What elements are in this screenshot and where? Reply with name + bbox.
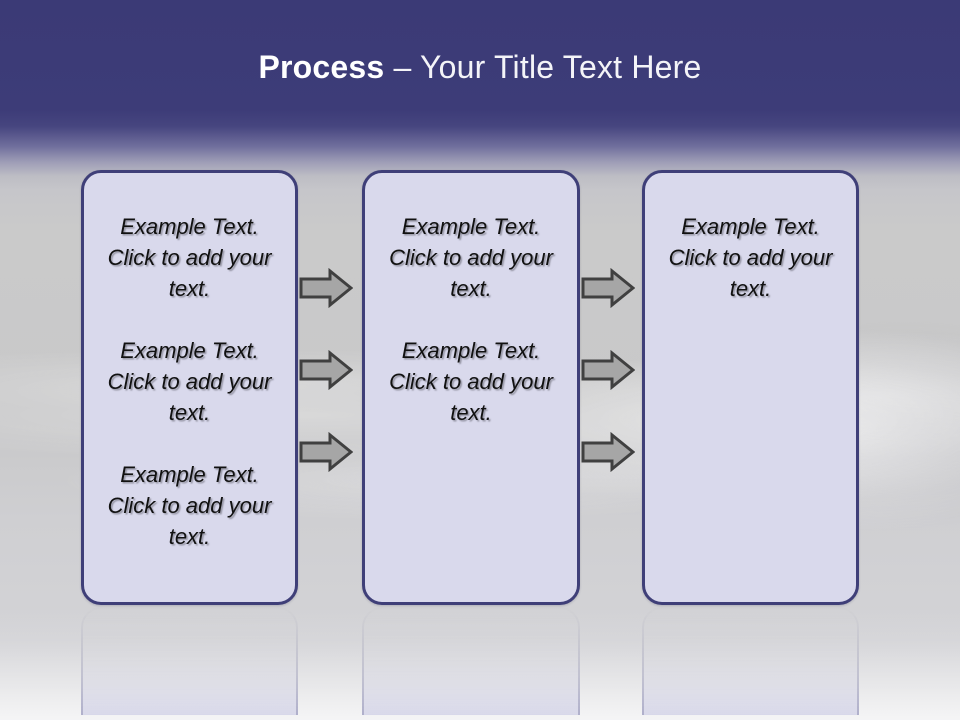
arrow-right-icon-col2-row1[interactable] [581, 268, 635, 308]
arrow-right-icon-col2-row2[interactable] [581, 350, 635, 390]
process-box-2-paragraph-1: Example Text. Click to add your text. [389, 214, 553, 301]
slide-title-strong: Process [258, 49, 385, 85]
slide-title: Process – Your Title Text Here [0, 44, 960, 97]
arrow-right-icon-col2-row3[interactable] [581, 432, 635, 472]
process-box-2-paragraph-2: Example Text. Click to add your text. [389, 338, 553, 425]
process-box-3-reflection [642, 607, 859, 715]
process-box-1-text[interactable]: Example Text. Click to add your text. Ex… [96, 211, 283, 552]
process-box-3[interactable]: Example Text. Click to add your text. [642, 170, 859, 605]
process-box-1-paragraph-1: Example Text. Click to add your text. [107, 214, 272, 301]
process-box-2-text[interactable]: Example Text. Click to add your text. Ex… [377, 211, 565, 428]
arrow-right-icon-col1-row1[interactable] [299, 268, 353, 308]
arrow-right-icon-col1-row3[interactable] [299, 432, 353, 472]
process-box-2[interactable]: Example Text. Click to add your text. Ex… [362, 170, 580, 605]
process-box-1-reflection [81, 607, 298, 715]
process-box-3-paragraph-1: Example Text. Click to add your text. [668, 214, 833, 301]
process-box-1[interactable]: Example Text. Click to add your text. Ex… [81, 170, 298, 605]
arrow-right-icon-col1-row2[interactable] [299, 350, 353, 390]
slide-title-rest: – Your Title Text Here [384, 49, 702, 85]
process-box-2-reflection [362, 607, 580, 715]
process-box-1-paragraph-2: Example Text. Click to add your text. [107, 338, 272, 425]
process-box-1-paragraph-3: Example Text. Click to add your text. [107, 462, 272, 549]
process-box-3-text[interactable]: Example Text. Click to add your text. [657, 211, 844, 304]
